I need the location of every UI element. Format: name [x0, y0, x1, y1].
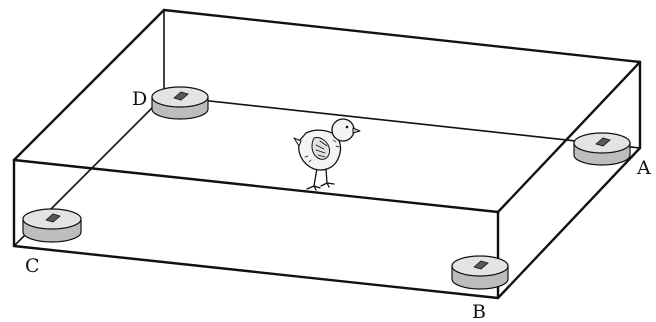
edge-top-right [496, 60, 642, 214]
chick-beak [352, 127, 361, 134]
sensor-b-pad [473, 260, 489, 270]
edge-bottom-front [12, 244, 500, 300]
sensor-c-pad [45, 213, 61, 223]
sensor-a-pad [595, 137, 611, 147]
box-back-edges [13, 9, 641, 247]
sensor-c [22, 208, 82, 243]
label-b: B [472, 301, 486, 322]
chick-wing [311, 137, 330, 160]
label-a: A [636, 157, 651, 179]
label-d: D [132, 88, 147, 110]
edge-bottom-right [496, 146, 642, 300]
chick-eye [345, 125, 349, 129]
sensor-b [451, 255, 509, 290]
chick-wing-feathers [315, 140, 328, 158]
edge-top-left [12, 8, 166, 162]
sensor-d [151, 86, 209, 120]
edge-top-front [12, 158, 500, 214]
sensor-d-pad [173, 91, 189, 101]
sensor-a [573, 132, 631, 166]
chick-leg-right [320, 168, 335, 188]
box-front-edges [12, 8, 642, 300]
edge-top-back [162, 8, 642, 64]
label-c: C [25, 255, 40, 277]
chick-leg-left [306, 167, 321, 191]
chick-tail [293, 137, 302, 147]
chick-fluff [304, 139, 340, 163]
chick-illustration [293, 118, 361, 191]
chick-head [331, 118, 355, 142]
edge-floor-back [163, 95, 641, 149]
